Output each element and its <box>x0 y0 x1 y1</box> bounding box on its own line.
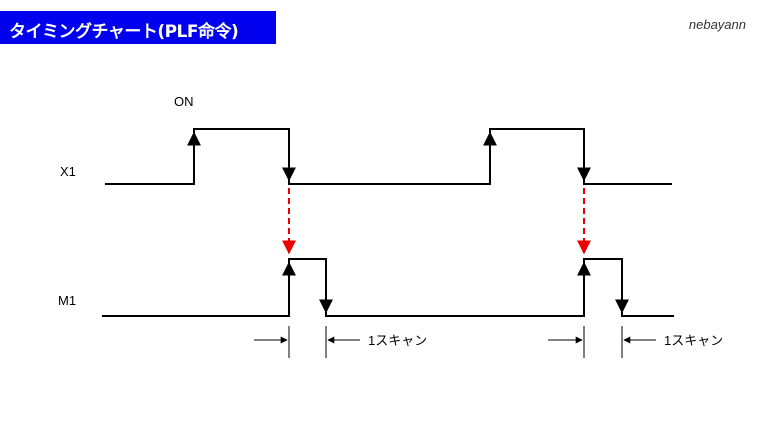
scan-dimension-1 <box>254 326 360 358</box>
m1-waveform <box>102 258 674 317</box>
scan-label-1: 1スキャン <box>368 333 427 348</box>
title-banner: タイミングチャート(PLF命令) <box>0 11 276 44</box>
scan-label-2: 1スキャン <box>664 333 723 348</box>
x1-waveform <box>105 128 672 185</box>
page-title: タイミングチャート(PLF命令) <box>9 22 239 42</box>
scan-dimension-2 <box>548 326 656 358</box>
m1-signal-label: M1 <box>58 293 76 308</box>
on-label: ON <box>174 94 194 109</box>
x1-signal-label: X1 <box>60 164 76 179</box>
author-credit: nebayann <box>688 17 746 32</box>
